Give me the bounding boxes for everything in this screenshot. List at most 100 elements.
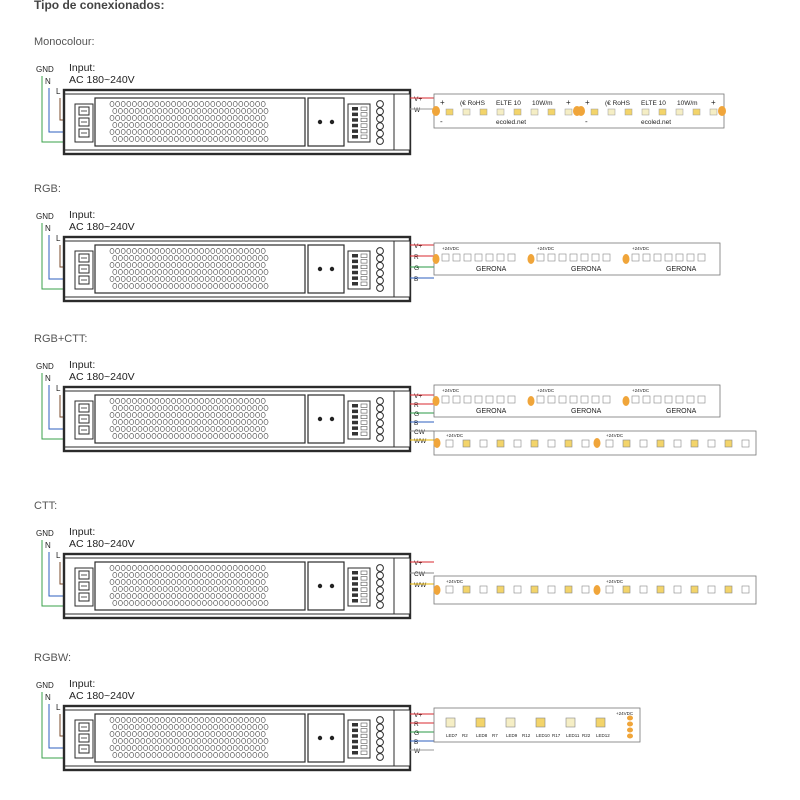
vent-hole [134, 405, 140, 411]
vent-hole [176, 426, 182, 432]
vent-hole [196, 419, 202, 425]
vent-hole [140, 572, 146, 578]
vent-hole [204, 565, 210, 571]
dip-lever [352, 432, 358, 436]
vent-hole [218, 586, 224, 592]
vent-holes [109, 565, 269, 606]
output-wiring: V+RGB [410, 243, 434, 283]
led-chip [622, 439, 631, 448]
vent-hole [204, 717, 210, 723]
output-wiring: V+RGBW [410, 712, 434, 755]
vent-hole [263, 600, 269, 606]
power-label: 10W/m [532, 100, 553, 107]
vent-hole [190, 738, 196, 744]
vent-hole [182, 745, 188, 751]
vent-hole [157, 738, 162, 744]
vent-hole [129, 572, 134, 578]
vent-hole [160, 717, 165, 723]
vent-hole [168, 419, 174, 425]
vent-hole [151, 738, 157, 744]
vent-hole [118, 108, 123, 114]
vent-hole [235, 572, 241, 578]
vent-hole [140, 586, 146, 592]
vent-hole [249, 593, 255, 599]
vent-hole [162, 433, 168, 439]
vent-hole [174, 255, 179, 261]
dip-slot [360, 728, 368, 733]
vent-hole [207, 724, 213, 730]
vent-hole [112, 572, 118, 578]
vent-hole [174, 738, 179, 744]
vent-hole [171, 398, 176, 404]
vent-hole [148, 426, 154, 432]
vent-hole [193, 276, 199, 282]
vent-hole [185, 108, 190, 114]
dip-slot [360, 117, 368, 123]
vent-hole [224, 586, 230, 592]
vent-hole [188, 129, 193, 135]
vent-hole [202, 572, 207, 578]
vent-hole [218, 600, 224, 606]
dip-slot [360, 134, 368, 139]
vent-hole [148, 579, 154, 585]
output-terminal [376, 284, 384, 292]
led-chip [505, 717, 516, 728]
vent-hole [115, 101, 120, 107]
led-chip [675, 108, 684, 116]
led-chip [656, 585, 665, 594]
vent-hole [246, 136, 252, 142]
vent-hole [115, 115, 120, 121]
driver-body [62, 88, 412, 156]
vent-hole [190, 405, 196, 411]
vent-hole [246, 752, 252, 758]
vent-hole [260, 115, 266, 121]
led-chip [462, 108, 471, 116]
vent-hole [162, 419, 168, 425]
vent-hole [235, 269, 241, 275]
vent-hole [185, 738, 190, 744]
vent-hole [249, 262, 255, 268]
vent-hole [185, 283, 190, 289]
vent-hole [126, 593, 132, 599]
vent-hole [171, 262, 176, 268]
pot-knob [317, 735, 323, 741]
dip-slot [360, 587, 368, 592]
vent-hole [216, 115, 221, 121]
vent-hole [202, 433, 207, 439]
vent-hole [140, 269, 146, 275]
vent-hole [204, 731, 210, 737]
vent-hole [244, 412, 249, 418]
vent-hole [196, 283, 202, 289]
vent-hole [235, 419, 241, 425]
vent-hole [224, 283, 230, 289]
vent-hole [244, 745, 249, 751]
input-label: Input: AC 180~240V [69, 209, 135, 233]
brand-label: GERONA [476, 408, 507, 415]
vent-hole [258, 724, 263, 730]
minus-mark: - [440, 117, 443, 126]
gnd-label: GND [36, 362, 54, 371]
dip-slot [360, 576, 368, 581]
vent-hole [249, 426, 255, 432]
led-chip [462, 439, 471, 448]
vent-hole [252, 572, 258, 578]
vent-hole [224, 108, 230, 114]
vent-hole [241, 572, 246, 578]
vent-hole [134, 283, 140, 289]
vent-hole [202, 136, 207, 142]
vent-hole [207, 586, 213, 592]
vent-hole [204, 593, 210, 599]
vent-hole [137, 579, 143, 585]
vent-hole [109, 101, 115, 107]
vent-hole [221, 412, 227, 418]
minus-mark: - [585, 117, 588, 126]
vent-hole [171, 579, 176, 585]
vent-hole [109, 579, 115, 585]
input-voltage: AC 180~240V [69, 371, 135, 383]
vent-hole [238, 593, 244, 599]
vent-hole [188, 248, 193, 254]
vent-hole [148, 593, 154, 599]
vent-hole [224, 600, 230, 606]
vent-hole [218, 108, 224, 114]
vent-hole [252, 108, 258, 114]
